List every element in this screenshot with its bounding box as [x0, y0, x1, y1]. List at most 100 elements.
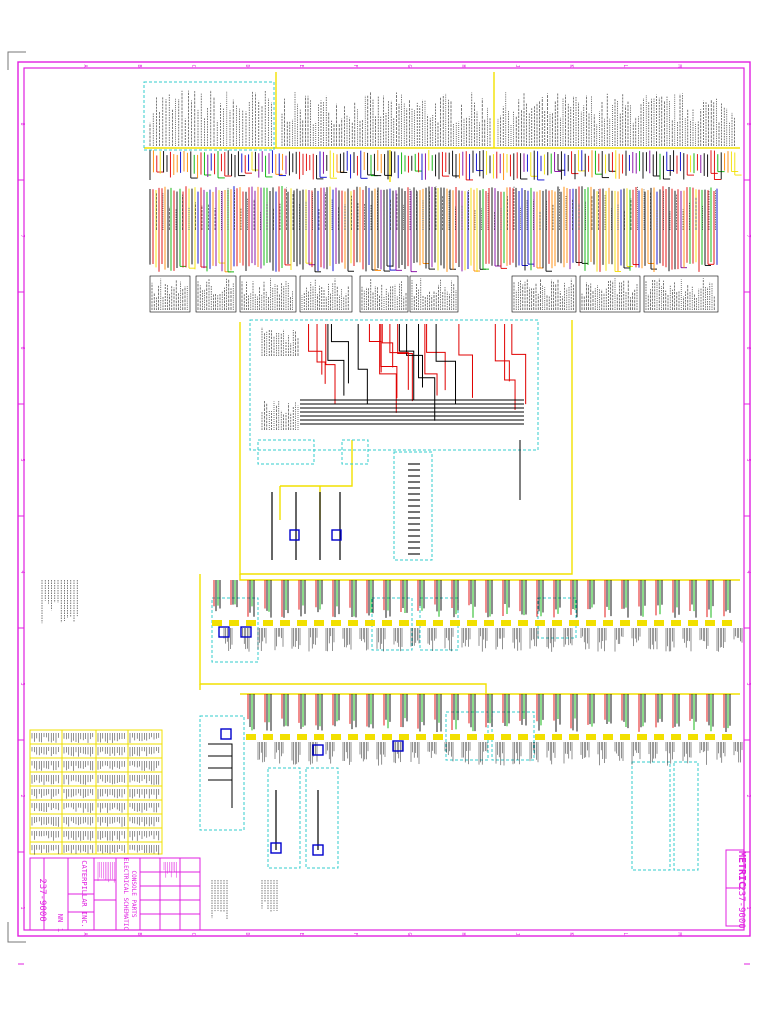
module-wire: [357, 324, 368, 405]
drawing-number-right: 237-9000: [736, 885, 746, 928]
component-connector: [382, 620, 392, 626]
sensor-wire: [208, 779, 233, 808]
component-connector: [416, 734, 426, 740]
component-connector: [263, 620, 273, 626]
sheet-border-outer: [17, 61, 751, 937]
component-symbols: [212, 529, 732, 856]
component-connector: [450, 620, 460, 626]
zone-row-label: 8: [745, 122, 751, 125]
component-connector: [518, 734, 528, 740]
solenoid-symbol: [289, 529, 300, 541]
module-wire: [316, 324, 326, 384]
zone-row-label: 4: [745, 570, 751, 573]
component-connector: [654, 620, 664, 626]
module-wire: [381, 324, 394, 368]
module-wire: [504, 324, 516, 410]
zone-column-label: L: [622, 64, 628, 67]
drawing-notes: [41, 580, 278, 920]
zone-row-label: 7: [745, 234, 751, 237]
module-wire: [379, 324, 397, 413]
component-connector: [552, 620, 562, 626]
zone-column-label: D: [244, 64, 250, 67]
zone-row-label: 2: [19, 794, 25, 797]
component-connector: [705, 620, 715, 626]
zone-column-label: L: [622, 932, 628, 935]
component-connector: [348, 734, 358, 740]
component-connector: [314, 734, 324, 740]
module-wire: [424, 324, 438, 396]
zone-column-label: A: [82, 64, 88, 67]
component-connector: [722, 734, 732, 740]
component-connector: [637, 620, 647, 626]
component-connector: [416, 620, 426, 626]
component-connector: [535, 734, 545, 740]
module-wire: [327, 324, 345, 396]
component-connector: [331, 734, 341, 740]
component-connector: [569, 620, 579, 626]
component-connector: [688, 734, 698, 740]
zone-row-label: 1: [19, 906, 25, 909]
title-block: [29, 857, 201, 931]
component-connector: [433, 734, 443, 740]
module-wire: [325, 324, 336, 404]
company-name: CATERPILLAR INC.: [80, 860, 88, 927]
component-connector: [450, 734, 460, 740]
zone-column-label: A: [82, 932, 88, 935]
component-connector: [212, 620, 222, 626]
module-wire: [330, 324, 349, 384]
component-connector: [399, 620, 409, 626]
component-connector: [671, 620, 681, 626]
component-connector: [433, 620, 443, 626]
sensor-symbol: [312, 844, 324, 856]
zone-row-label: 3: [19, 682, 25, 685]
component-connector: [467, 620, 477, 626]
component-connector: [688, 620, 698, 626]
component-connector: [620, 734, 630, 740]
revision-code: NN: [56, 914, 64, 922]
title-block-text-lines: [97, 862, 177, 883]
component-connector: [484, 620, 494, 626]
sensor-symbol: [220, 728, 232, 740]
zone-row-label: 4: [19, 570, 25, 573]
module-wire: [368, 324, 382, 373]
component-connector: [501, 734, 511, 740]
module-wire: [494, 324, 510, 382]
zone-row-label: 7: [19, 234, 25, 237]
zone-column-label: M: [676, 64, 682, 67]
zone-column-label: G: [406, 932, 412, 935]
zone-column-label: G: [406, 64, 412, 67]
component-label-text: [149, 90, 743, 766]
sheet-number: 1: [56, 928, 64, 932]
zone-column-label: K: [568, 932, 574, 935]
component-connector: [229, 620, 239, 626]
zone-column-label: M: [676, 932, 682, 935]
wire-legend-table: [29, 729, 163, 855]
zone-column-label: E: [298, 932, 304, 935]
zone-column-label: B: [136, 64, 142, 67]
module-wire: [406, 324, 423, 388]
component-connector: [365, 620, 375, 626]
component-connector: [263, 734, 273, 740]
component-connector: [586, 620, 596, 626]
zone-column-label: F: [352, 64, 358, 67]
sensor-wire: [208, 755, 233, 800]
component-group-boxes: [143, 81, 699, 871]
schematic-subtitle: CONSOLE PARTS: [130, 871, 137, 918]
component-connector: [518, 620, 528, 626]
zone-column-label: C: [190, 64, 196, 67]
zone-row-label: 5: [19, 458, 25, 461]
sensor-symbol: [240, 626, 252, 638]
component-connector: [705, 734, 715, 740]
sensor-symbol: [218, 626, 230, 638]
crop-marks: [7, 51, 26, 943]
sensor-symbol: [392, 740, 404, 752]
component-connector: [246, 620, 256, 626]
module-wire: [435, 324, 457, 405]
component-connector: [671, 734, 681, 740]
zone-column-label: F: [352, 932, 358, 935]
module-wire: [380, 324, 398, 399]
sensor-symbol: [312, 744, 324, 756]
